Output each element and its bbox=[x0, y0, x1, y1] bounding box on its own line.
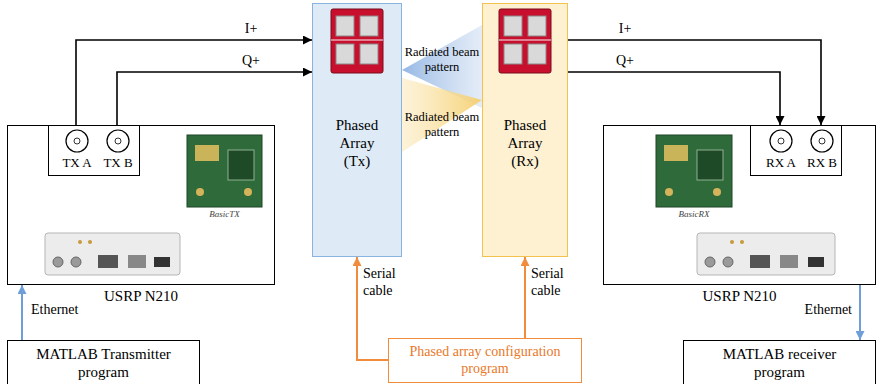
rx-array-board bbox=[499, 9, 551, 73]
rx-panel-fill bbox=[482, 3, 568, 257]
connector-label: Ethernet bbox=[790, 302, 852, 319]
connector-label: Ethernet bbox=[31, 302, 91, 319]
port-name: TX A bbox=[52, 155, 102, 171]
connector-ports bbox=[751, 126, 843, 156]
signal-connector bbox=[568, 40, 821, 125]
sma-port bbox=[811, 130, 833, 152]
sma-port bbox=[770, 130, 792, 152]
signal-connector bbox=[524, 257, 526, 338]
usrp-device-right bbox=[697, 233, 835, 275]
sma-pin bbox=[74, 138, 80, 144]
connector-ports bbox=[49, 126, 141, 156]
sma-pin bbox=[819, 138, 825, 144]
port-name: RX A bbox=[756, 155, 806, 171]
annotation-label: BasicTX bbox=[187, 209, 262, 220]
signal-connector bbox=[568, 72, 780, 125]
port-name: RX B bbox=[797, 155, 847, 171]
node-text: Phased Array (Rx) bbox=[494, 116, 556, 170]
signal-connector bbox=[76, 40, 312, 125]
connector-label: Serial cable bbox=[363, 266, 411, 300]
usrp-device-left bbox=[45, 233, 180, 275]
node-text: MATLAB Transmitter program bbox=[36, 345, 171, 381]
port-name: TX B bbox=[93, 155, 143, 171]
program-box: MATLAB Transmitter program bbox=[7, 340, 200, 384]
port-box: RX ARX B bbox=[750, 125, 842, 176]
rx-beam bbox=[402, 78, 482, 152]
node-text: MATLAB receiver program bbox=[717, 345, 842, 381]
basicrx-board bbox=[656, 135, 732, 207]
annotation-label: Radiated beam pattern bbox=[404, 110, 480, 140]
signal-connector bbox=[21, 285, 23, 340]
sma-port bbox=[107, 130, 129, 152]
sma-pin bbox=[778, 138, 784, 144]
node-text: Phased array configuration program bbox=[403, 344, 568, 378]
sma-pin bbox=[115, 138, 121, 144]
connector-label: Q+ bbox=[238, 53, 264, 70]
usrp-box: USRP N210RX ARX B bbox=[603, 125, 876, 285]
sma-port bbox=[66, 130, 88, 152]
port-box: TX ATX B bbox=[48, 125, 140, 176]
usrp-box: USRP N210TX ATX B bbox=[7, 125, 275, 285]
phased-array-box: Phased Array (Rx) bbox=[482, 3, 568, 257]
connector-label: I+ bbox=[238, 21, 264, 38]
tx-panel-fill bbox=[312, 3, 402, 257]
config-program-box: Phased array configuration program bbox=[388, 338, 582, 383]
annotation-label: Radiated beam pattern bbox=[404, 45, 480, 75]
connector-label: Serial cable bbox=[531, 266, 579, 300]
tx-array-board bbox=[331, 9, 383, 73]
annotation-label: BasicRX bbox=[656, 209, 732, 220]
signal-connector bbox=[117, 72, 312, 125]
node-text: Phased Array (Tx) bbox=[326, 116, 388, 170]
connector-label: I+ bbox=[612, 21, 638, 38]
program-box: MATLAB receiver program bbox=[683, 340, 876, 384]
phased-array-box: Phased Array (Tx) bbox=[312, 3, 402, 257]
basictx-board bbox=[187, 135, 262, 207]
signal-connector bbox=[859, 285, 861, 340]
connector-label: Q+ bbox=[612, 53, 638, 70]
